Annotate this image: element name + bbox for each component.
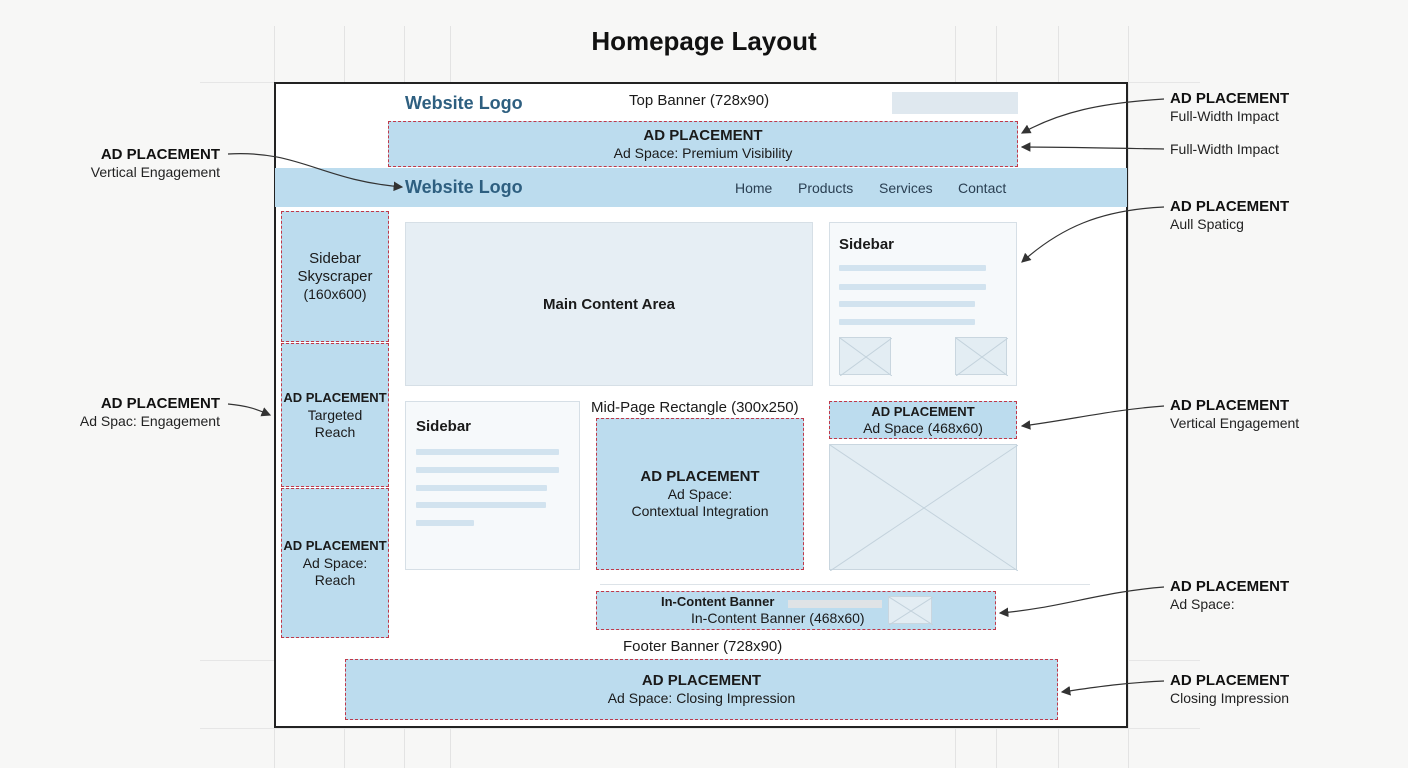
annotation-title: AD PLACEMENT	[1170, 397, 1290, 414]
sidebar-skyscraper-ad[interactable]: Sidebar Skyscraper (160x600)	[281, 211, 389, 342]
text-line	[416, 520, 474, 526]
annotation-right-4: AD PLACEMENT Vertical Engagement	[1170, 397, 1299, 432]
skyscraper-line2: Skyscraper	[297, 268, 373, 285]
annotation-desc: Vertical Engagement	[90, 164, 220, 180]
nav-bar	[275, 168, 1127, 207]
text-line	[416, 449, 559, 455]
annotation-title: AD PLACEMENT	[100, 146, 220, 163]
annotation-right-6: AD PLACEMENT Closing Impression	[1170, 672, 1289, 707]
ad-line2: Contextual Integration	[631, 503, 769, 519]
sidebar-ad-targeted[interactable]: AD PLACEMENT Targeted Reach	[281, 343, 389, 487]
top-banner-ad[interactable]: AD PLACEMENT Ad Space: Premium Visibilit…	[388, 121, 1018, 167]
mid-rect-label: Mid-Page Rectangle (300x250)	[591, 399, 799, 416]
ad-title: AD PLACEMENT	[283, 538, 387, 553]
right-sidebar-title: Sidebar	[839, 236, 895, 253]
ad-title: AD PLACEMENT	[640, 468, 760, 485]
text-line	[416, 467, 559, 473]
footer-banner-label: Footer Banner (728x90)	[623, 638, 783, 655]
annotation-title: AD PLACEMENT	[1170, 672, 1290, 689]
annotation-desc: Ad Spac: Engagement	[79, 413, 220, 429]
ad-title: AD PLACEMENT	[643, 126, 763, 144]
guide-line	[1128, 26, 1129, 768]
main-content-label: Main Content Area	[543, 295, 675, 313]
ad-title: AD PLACEMENT	[641, 672, 762, 689]
annotation-left-1: AD PLACEMENT Vertical Engagement	[91, 146, 220, 181]
ad-line2: Reach	[314, 424, 356, 440]
image-placeholder-icon	[829, 444, 1018, 571]
header-logo[interactable]: Website Logo	[405, 93, 523, 113]
image-placeholder-icon	[888, 596, 933, 625]
placeholder-bar	[788, 600, 882, 608]
skyscraper-size: (160x600)	[303, 286, 367, 302]
annotation-left-2: AD PLACEMENT Ad Spac: Engagement	[80, 395, 220, 430]
image-placeholder-icon	[839, 337, 892, 376]
ad-title: AD PLACEMENT	[283, 390, 387, 405]
top-banner-label: Top Banner (728x90)	[629, 92, 770, 109]
ad-subtitle: Ad Space: Closing Impression	[607, 690, 796, 706]
annotation-right-5: AD PLACEMENT Ad Space:	[1170, 578, 1289, 613]
text-line	[839, 284, 986, 290]
annotation-desc: Aull Spaticg	[1170, 216, 1244, 232]
annotation-right-3: AD PLACEMENT Aull Spaticg	[1170, 198, 1289, 233]
nav-item-products[interactable]: Products	[798, 180, 854, 196]
right-banner-ad[interactable]: AD PLACEMENT Ad Space (468x60)	[829, 401, 1017, 439]
ad-title: AD PLACEMENT	[871, 403, 975, 419]
annotation-desc: Full-Width Impact	[1170, 141, 1279, 157]
mid-page-rectangle-ad[interactable]: AD PLACEMENT Ad Space: Contextual Integr…	[596, 418, 804, 570]
sidebar-ad-reach[interactable]: AD PLACEMENT Ad Space: Reach	[281, 488, 389, 638]
annotation-title: AD PLACEMENT	[1170, 198, 1290, 215]
lower-sidebar-title: Sidebar	[416, 418, 472, 435]
annotation-right-1: AD PLACEMENT Full-Width Impact	[1170, 90, 1289, 125]
nav-logo[interactable]: Website Logo	[405, 177, 523, 197]
skyscraper-line1: Sidebar	[309, 250, 361, 267]
annotation-title: AD PLACEMENT	[100, 395, 220, 412]
annotation-desc: Ad Space:	[1170, 596, 1235, 612]
in-content-title: In-Content Banner	[661, 594, 775, 609]
nav-item-contact[interactable]: Contact	[958, 180, 1007, 196]
in-content-subtitle: In-Content Banner (468x60)	[691, 610, 865, 626]
text-line	[839, 265, 986, 271]
header-placeholder-box	[892, 92, 1018, 114]
nav-item-home[interactable]: Home	[735, 180, 773, 196]
text-line	[416, 485, 547, 491]
ad-line2: Reach	[314, 572, 356, 588]
annotation-desc: Full-Width Impact	[1170, 108, 1279, 124]
annotation-desc: Closing Impression	[1170, 690, 1290, 706]
annotation-desc: Vertical Engagement	[1170, 415, 1300, 431]
guide-line	[200, 728, 1200, 729]
divider	[600, 584, 1090, 585]
text-line	[416, 502, 546, 508]
text-line	[839, 301, 975, 307]
footer-banner-ad[interactable]: AD PLACEMENT Ad Space: Closing Impressio…	[345, 659, 1058, 720]
annotation-title: AD PLACEMENT	[1170, 578, 1290, 595]
ad-subtitle: Ad Space (468x60)	[863, 419, 983, 436]
image-placeholder-icon	[955, 337, 1008, 376]
annotation-title: AD PLACEMENT	[1170, 90, 1290, 107]
text-line	[839, 319, 975, 325]
ad-line1: Targeted	[307, 407, 363, 423]
ad-line1: Ad Space:	[302, 555, 368, 571]
ad-subtitle: Ad Space: Premium Visibility	[613, 144, 793, 161]
main-content-area: Main Content Area	[405, 222, 813, 386]
ad-line1: Ad Space:	[667, 486, 733, 502]
nav-item-services[interactable]: Services	[879, 180, 933, 196]
annotation-right-2: Full-Width Impact	[1170, 141, 1279, 158]
diagram-title: Homepage Layout	[591, 26, 817, 56]
